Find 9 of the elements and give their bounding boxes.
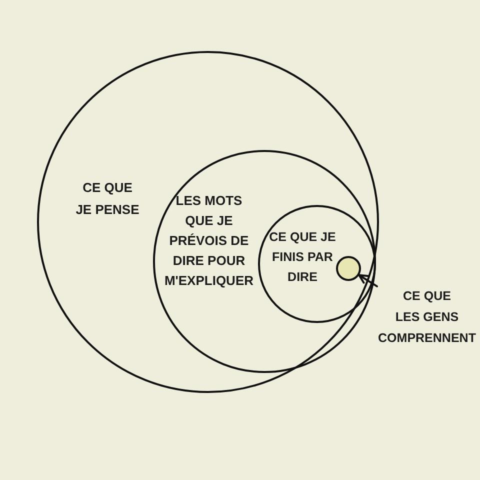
circle-label: CE QUE JE FINIS PAR DIRE (268, 229, 337, 286)
leader-arrow (358, 274, 378, 288)
small-circle (258, 205, 376, 323)
circle-label: LES MOTS QUE JE PRÉVOIS DE DIRE POUR M'EXPLIQUER (163, 192, 254, 290)
callout-label: CE QUE LES GENS COMPRENNENT (377, 286, 477, 349)
circle-label: CE QUE JE PENSE (74, 179, 140, 220)
tiny-circle (336, 256, 361, 281)
medium-circle (153, 150, 376, 373)
large-circle (36, 50, 380, 394)
